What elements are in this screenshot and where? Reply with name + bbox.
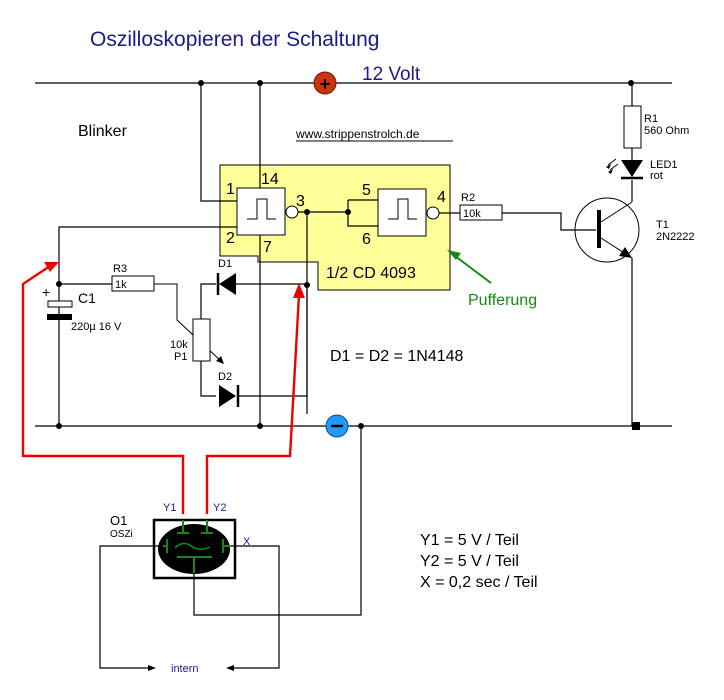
pin-3-label: 3: [296, 193, 305, 210]
schmitt-gate-1: [236, 187, 286, 236]
osc-name: OSZi: [110, 529, 133, 540]
channel-y2-label: Y2: [213, 502, 226, 514]
buffer-note: Pufferung: [468, 292, 537, 309]
setting-y2: Y2 = 5 V / Teil: [420, 553, 519, 570]
negative-terminal: [325, 414, 349, 438]
led-1: LED1 rot: [606, 158, 678, 182]
pin-1-label: 1: [226, 181, 235, 198]
probe-y2: [205, 283, 305, 514]
c1-polarity: +: [42, 284, 50, 300]
oscilloscope-settings: Y1 = 5 V / Teil Y2 = 5 V / Teil X = 0,2 …: [420, 532, 538, 591]
led1-ref: LED1: [650, 159, 678, 171]
supply-voltage-label: 12 Volt: [362, 64, 421, 85]
r2-ref: R2: [461, 192, 475, 204]
pin-4-label: 4: [437, 189, 446, 206]
d2-ref: D2: [218, 371, 232, 383]
t1-value: 2N2222: [656, 231, 695, 243]
potentiometer-p1: 10k P1: [170, 283, 216, 397]
setting-x: X = 0,2 sec / Teil: [420, 574, 538, 591]
led1-value: rot: [650, 170, 663, 182]
light-emission-icon: [607, 158, 619, 171]
capacitor-c1: + C1 220µ 16 V: [42, 281, 122, 333]
diode-note: D1 = D2 = 1N4148: [330, 348, 464, 365]
c1-value: 220µ 16 V: [71, 321, 122, 333]
r3-ref: R3: [113, 263, 127, 275]
positive-terminal: +: [313, 71, 337, 95]
channel-x-label: X: [243, 536, 251, 548]
positive-rail: [35, 80, 672, 86]
trigger-source-label: intern: [171, 663, 199, 675]
pin-14-label: 14: [261, 171, 279, 188]
ic-name-label: 1/2 CD 4093: [326, 265, 416, 282]
r1-ref: R1: [644, 113, 658, 125]
d1-ref: D1: [218, 258, 232, 270]
transistor-t1: T1 2N2222: [574, 180, 695, 426]
negative-rail: [35, 422, 672, 430]
pin-2-label: 2: [226, 230, 235, 247]
setting-y1: Y1 = 5 V / Teil: [420, 532, 519, 549]
diagram-title: Oszilloskopieren der Schaltung: [90, 28, 380, 51]
circuit-label: Blinker: [78, 123, 128, 140]
resistor-r2: R2 10k: [459, 192, 596, 231]
schmitt-gate-2: [377, 188, 427, 237]
plus-icon: +: [320, 74, 331, 94]
r1-value: 560 Ohm: [644, 125, 689, 137]
c1-ref: C1: [78, 290, 96, 306]
deflection-plates: [163, 520, 230, 573]
channel-y1-label: Y1: [163, 502, 176, 514]
osc-ref: O1: [110, 513, 127, 528]
buffer-annotation: Pufferung: [447, 250, 537, 309]
diode-d1: D1: [216, 258, 307, 295]
resistor-r3: R3 1k: [59, 263, 224, 364]
website-label: www.strippenstrolch.de: [295, 127, 420, 141]
pin-7-label: 7: [263, 239, 272, 256]
diode-d2: D2: [218, 284, 308, 407]
crt-screen: [158, 524, 230, 574]
oscilloscope-o1: O1 OSZi Y1 Y2 X intern: [99, 426, 362, 675]
ic-cd4093: 1 2 3 4 5 6 7 14 1/2 CD 4093: [219, 164, 451, 291]
resistor-r1: R1 560 Ohm: [623, 83, 689, 160]
pin-6-label: 6: [362, 231, 371, 248]
t1-ref: T1: [656, 219, 669, 231]
p1-ref: P1: [174, 351, 187, 363]
p1-value: 10k: [170, 339, 188, 351]
r2-value: 10k: [463, 208, 481, 220]
pin-5-label: 5: [362, 182, 371, 199]
r3-value: 1k: [115, 279, 127, 291]
probe-y1: [21, 262, 185, 514]
